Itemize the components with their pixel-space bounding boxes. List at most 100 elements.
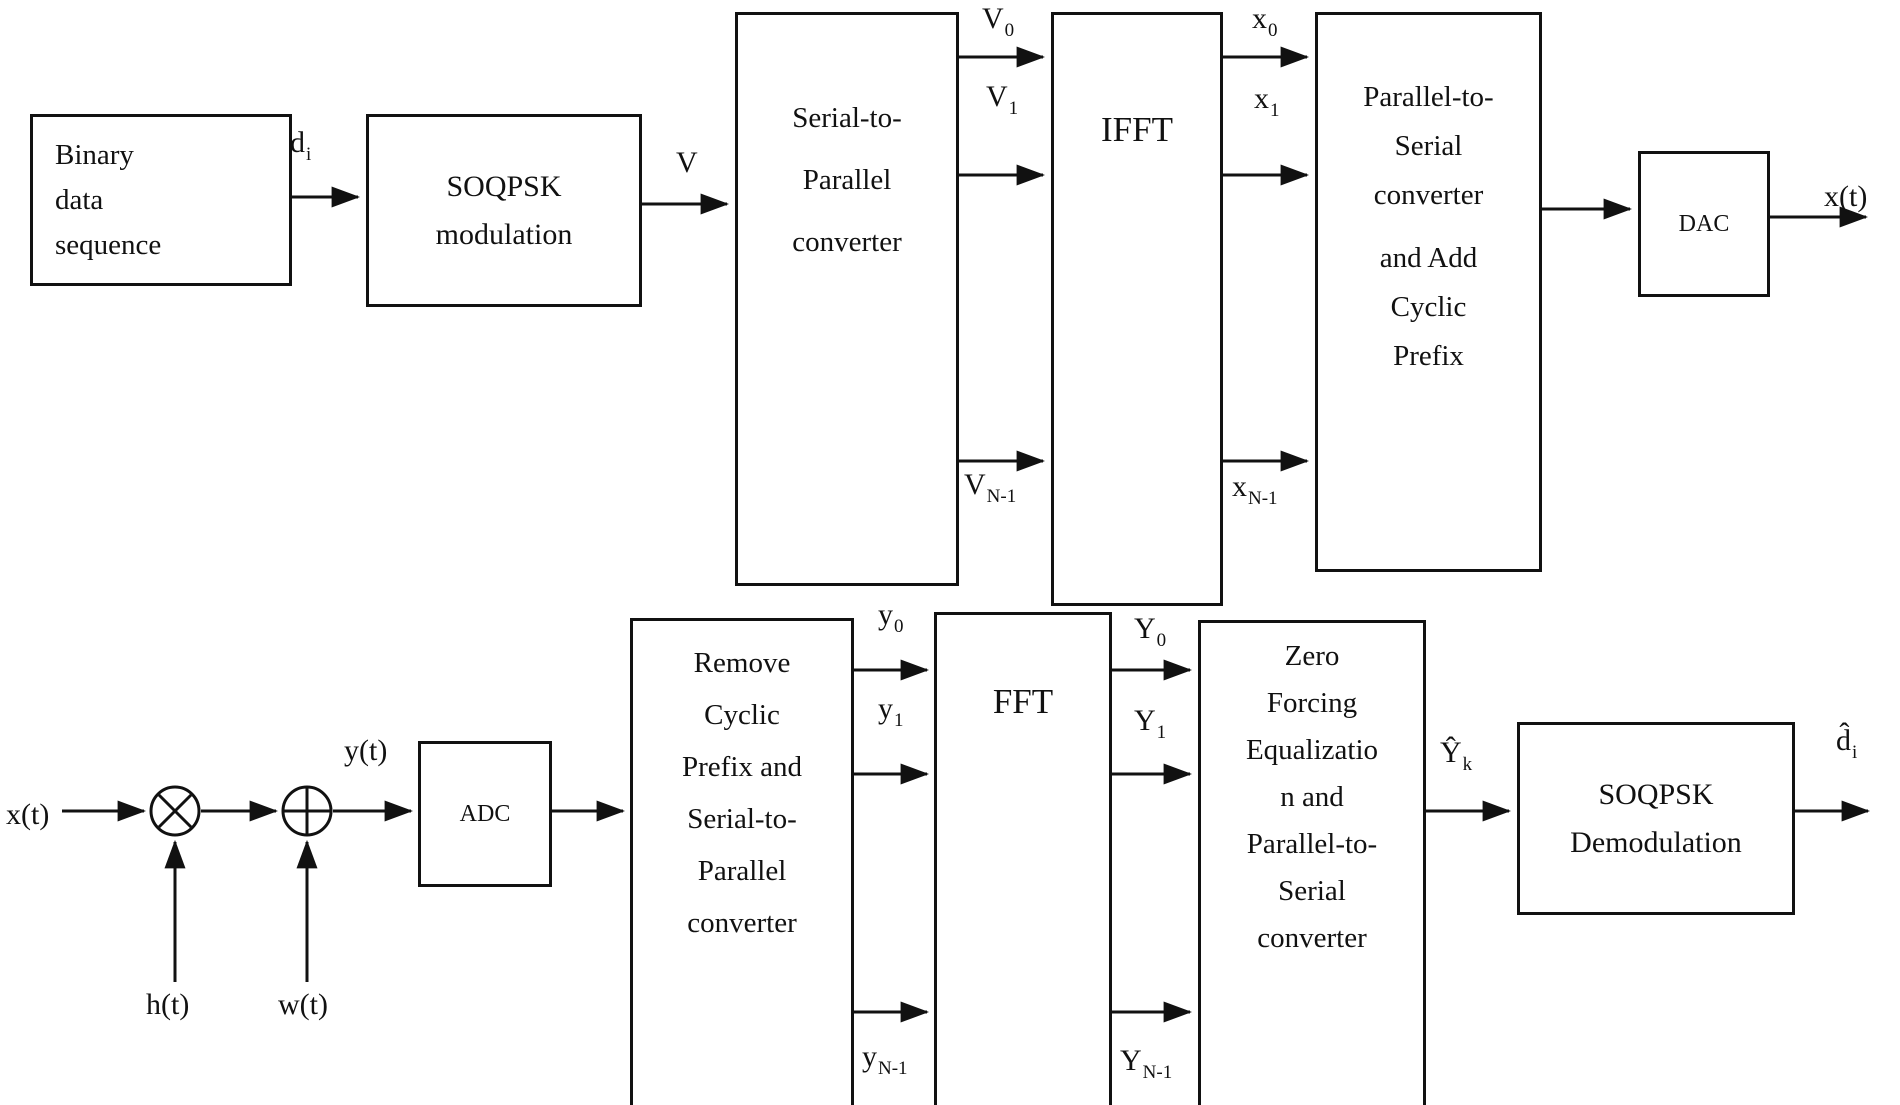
box-text-line: and Add [1379,242,1478,274]
soqpsk-modulation-box: SOQPSK modulation [366,114,642,307]
signal-base: h(t) [146,988,190,1021]
signal-label-di: di [290,126,311,165]
ifft-box: IFFT [1051,12,1223,606]
box-text-line: SOQPSK [446,169,562,203]
fft-box: FFT [934,612,1112,1105]
box-text-line: IFFT [1101,110,1173,149]
signal-label-v1: V1 [986,80,1018,119]
signal-base: y(t) [344,734,388,767]
signal-label-Yn1: YN-1 [1120,1044,1172,1083]
box-text-line: sequence [55,228,162,261]
signal-label-y1: y1 [878,692,904,731]
box-text-line: Prefix [1393,340,1464,372]
signal-base: x(t) [6,798,50,831]
signal-subscript: 0 [1004,20,1015,41]
signal-subscript: N-1 [878,1058,908,1079]
box-text-line: Prefix and [682,751,802,783]
multiplier-x-stroke-2 [157,793,193,829]
box-text-line: Zero [1284,640,1340,672]
signal-base: Ŷ [1440,736,1462,769]
signal-label-v0: V0 [982,2,1014,41]
dac-box: DAC [1638,151,1770,297]
signal-label-x0: x0 [1252,2,1278,41]
box-text-line: FFT [992,682,1054,721]
zero-forcing-equalization-box: Zero Forcing Equalizatio n and Parallel-… [1198,620,1426,1105]
signal-label-xt-out: x(t) [1824,180,1868,214]
box-text-line: converter [1373,179,1484,211]
signal-label-yt: y(t) [344,734,388,768]
box-text-line: Equalizatio [1245,734,1379,766]
signal-base: V [676,146,698,179]
signal-subscript: k [1462,754,1473,775]
signal-label-v: V [676,146,699,180]
signal-subscript: 0 [894,616,904,637]
signal-subscript: 1 [1270,100,1280,121]
signal-subscript: N-1 [1248,488,1278,509]
signal-subscript: 1 [1156,722,1167,743]
signal-subscript: N-1 [986,486,1017,507]
signal-subscript: 0 [1156,630,1167,651]
box-text-line: Remove [693,647,791,679]
signal-subscript: i [306,144,312,165]
signal-label-xt-in: x(t) [6,798,50,832]
box-text-line: modulation [435,217,573,251]
signal-label-xn1: xN-1 [1232,470,1278,509]
signal-base: d [290,126,305,159]
signal-label-x1: x1 [1254,82,1280,121]
signal-base: x [1232,470,1247,503]
signal-label-y0: y0 [878,598,904,637]
signal-base: y [878,598,893,631]
box-text-line: data [55,183,104,216]
box-text-line: converter [792,226,902,258]
signal-subscript: 0 [1268,20,1278,41]
box-text-line: Serial [1394,130,1463,162]
box-text-line: Parallel-to- [1363,81,1494,113]
box-text-line: Serial [1278,875,1346,907]
adc-box: ADC [418,741,552,887]
signal-label-yhatk: Ŷk [1440,736,1472,775]
signal-base: y [862,1040,877,1073]
box-text-line: n and [1280,781,1344,813]
box-text-line: SOQPSK [1598,777,1714,811]
box-text-line: Serial-to- [792,102,902,134]
box-text-line: Serial-to- [687,803,797,835]
box-text-line: Parallel [802,164,892,196]
box-text-line: DAC [1678,211,1730,237]
signal-label-yn1: yN-1 [862,1040,908,1079]
signal-base: d̂ [1836,724,1851,757]
signal-label-ht: h(t) [146,988,190,1022]
signal-subscript: 1 [894,710,904,731]
box-text-line: Cyclic [704,699,780,731]
signal-base: x [1254,82,1269,115]
serial-to-parallel-box: Serial-to- Parallel converter [735,12,959,586]
signal-base: y [878,692,893,725]
signal-label-wt: w(t) [278,988,329,1022]
signal-base: Y [1120,1044,1142,1077]
soqpsk-demodulation-box: SOQPSK Demodulation [1517,722,1795,915]
signal-base: x [1252,2,1267,35]
box-text-line: Forcing [1266,687,1358,719]
parallel-to-serial-box: Parallel-to- Serial converter and Add Cy… [1315,12,1542,572]
binary-data-sequence-box: Binary data sequence [30,114,292,286]
signal-base: V [982,2,1004,35]
box-text-line: Parallel [697,855,787,887]
box-text-line: Parallel-to- [1246,828,1378,860]
signal-subscript: i [1852,742,1858,763]
signal-label-dhati: d̂i [1836,724,1857,763]
signal-label-vn1: VN-1 [964,468,1016,507]
signal-base: V [986,80,1008,113]
remove-cyclic-prefix-box: Remove Cyclic Prefix and Serial-to- Para… [630,618,854,1105]
signal-label-Y1: Y1 [1134,704,1166,743]
signal-base: Y [1134,704,1156,737]
signal-label-Y0: Y0 [1134,612,1166,651]
signal-base: x(t) [1824,180,1868,213]
signal-base: Y [1134,612,1156,645]
box-text-line: converter [687,907,797,939]
box-text-line: converter [1257,922,1367,954]
signal-base: V [964,468,986,501]
signal-subscript: N-1 [1142,1062,1173,1083]
box-text-line: Demodulation [1570,825,1742,859]
box-text-line: Cyclic [1390,291,1467,323]
